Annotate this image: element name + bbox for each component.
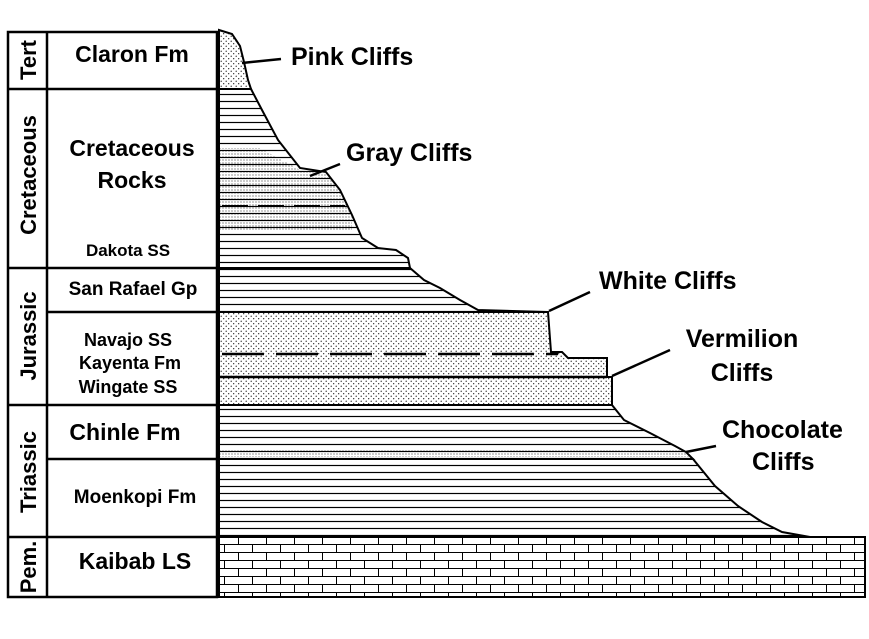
formation-dakota: Dakota SS	[86, 241, 170, 260]
stratum-kaibab	[218, 536, 866, 598]
formation-san-rafael: San Rafael Gp	[69, 279, 198, 300]
gray-cliffs-label: Gray Cliffs	[346, 139, 472, 167]
chocolate-cliffs-label-line2: Cliffs	[752, 448, 815, 476]
formation-wingate: Wingate SS	[79, 377, 178, 397]
formation-navajo: Navajo SS	[84, 330, 172, 350]
formation-claron: Claron Fm	[75, 41, 189, 67]
stratum-claron	[218, 28, 253, 90]
pink-cliffs-label: Pink Cliffs	[291, 43, 413, 71]
vermilion-cliffs-label-line1: Vermilion	[686, 325, 799, 353]
stratum-san-rafael	[218, 267, 549, 313]
formation-cretaceous-line1: Cretaceous	[69, 135, 194, 161]
stratum-chinle	[218, 404, 696, 460]
cliff-profile	[218, 28, 866, 598]
cliff-callouts	[241, 57, 717, 454]
period-label-tert: Tert	[16, 39, 41, 80]
formation-chinle: Chinle Fm	[69, 419, 180, 445]
cretaceous-dotted-lens	[219, 148, 352, 230]
vermilion-cliffs-label-line2: Cliffs	[711, 359, 774, 387]
period-label-triassic: Triassic	[16, 431, 41, 513]
stratum-moenkopi	[218, 458, 811, 538]
white-cliffs-label: White Cliffs	[599, 267, 737, 295]
white-cliffs-leader	[548, 290, 591, 313]
stratum-navajo-wingate	[218, 311, 613, 406]
chocolate-cliffs-leader	[685, 444, 717, 454]
period-label-jurassic: Jurassic	[16, 291, 41, 380]
vermilion-cliffs-leader	[611, 348, 671, 378]
stratum-chinle-band	[219, 449, 689, 457]
formation-cretaceous-line2: Rocks	[97, 167, 166, 193]
chocolate-cliffs-label-line1: Chocolate	[722, 416, 843, 444]
period-label-permian: Pem.	[16, 541, 41, 594]
formation-kayenta: Kayenta Fm	[79, 353, 181, 373]
gray-cliffs-leader	[309, 162, 341, 178]
column-frame	[6, 30, 219, 599]
formation-kaibab: Kaibab LS	[79, 548, 191, 574]
formation-moenkopi: Moenkopi Fm	[74, 487, 196, 508]
period-label-cretaceous: Cretaceous	[16, 115, 41, 235]
pink-cliffs-leader	[241, 57, 282, 65]
